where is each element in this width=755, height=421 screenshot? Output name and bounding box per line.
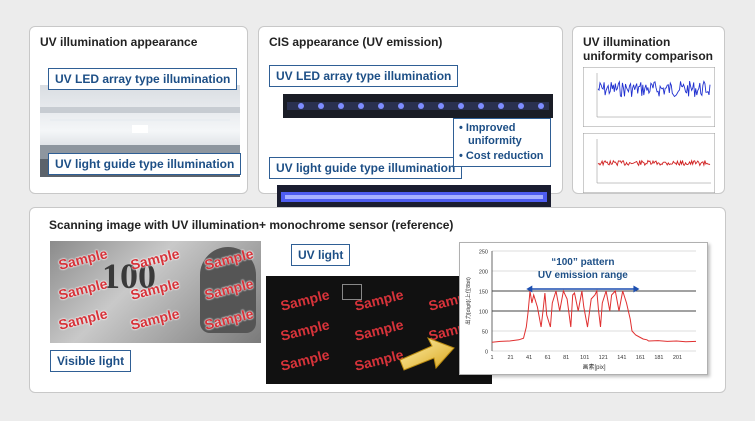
bullet-uniformity: uniformity [468,135,522,147]
uv-led-array-label: UV LED array type illumination [269,65,459,87]
x-tick-label: 61 [545,355,551,361]
sample-watermark: Sample [278,316,332,344]
x-axis-label: 画素[pix] [582,363,605,371]
x-tick-label: 161 [636,355,645,361]
panel-title-line1: UV illumination [583,35,671,49]
scanning-image-panel: Scanning image with UV illumination+ mon… [29,207,726,393]
y-tick-label: 100 [479,310,488,316]
series-line [491,289,697,343]
uv-illumination-panel: UV illumination appearance UV LED array … [29,26,248,194]
led-array-uniformity-chart [583,67,715,127]
sample-watermark: Sample [128,305,182,333]
right-arrow-icon [399,337,455,371]
visible-light-label: Visible light [50,350,132,372]
uv-light-guide-label: UV light guide type illumination [269,157,463,179]
x-tick-label: 121 [599,355,608,361]
y-tick-label: 150 [479,290,488,296]
led-array-cis-photo [283,94,553,118]
range-arrow-head-right [633,285,640,293]
uv-light-guide-label: UV light guide type illumination [48,153,242,175]
panel-title: UV illumination appearance [40,35,198,49]
x-tick-label: 21 [507,355,513,361]
chart-annotation-line2: UV emission range [538,270,628,281]
uv-led-array-label: UV LED array type illumination [48,68,238,90]
y-axis-label: 出力[digit](上位8bit) [464,277,472,325]
uv-light-label: UV light [291,244,351,266]
y-tick-label: 50 [482,330,488,336]
panel-title-line2: uniformity comparison [583,49,714,63]
panel-title: Scanning image with UV illumination+ mon… [49,218,454,232]
chart-annotation-line1: “100” pattern [551,257,614,268]
bullet-cost-reduction: • Cost reduction [459,150,544,162]
x-tick-label: 181 [654,355,663,361]
y-tick-label: 0 [485,350,488,356]
x-tick-label: 81 [563,355,569,361]
y-tick-label: 200 [479,270,488,276]
x-tick-label: 1 [490,355,493,361]
sample-watermark: Sample [278,286,332,314]
x-tick-label: 101 [580,355,589,361]
light-guide-uniformity-chart [583,133,715,193]
uniformity-panel: UV illumination uniformity comparison [572,26,725,194]
light-guide-cis-photo [277,185,551,209]
uv-pattern-mark [342,284,362,300]
improvement-bullets: • Improved uniformity • Cost reduction [453,118,551,167]
cis-appearance-panel: CIS appearance (UV emission) UV LED arra… [258,26,563,209]
x-tick-label: 141 [617,355,626,361]
uv-light-scan: Sample Sample Sample Sample Sample Sampl… [266,276,492,384]
x-tick-label: 41 [526,355,532,361]
y-tick-label: 250 [479,250,488,256]
bullet-improved: • Improved [459,122,516,134]
panel-title: CIS appearance (UV emission) [269,35,443,49]
x-tick-label: 201 [673,355,682,361]
visible-light-scan: 100 Sample Sample Sample Sample Sample S… [50,241,261,343]
range-arrow-head-left [526,285,533,293]
sample-watermark: Sample [278,346,332,374]
portrait-shape [200,247,256,333]
banknote-numeral: 100 [102,256,156,296]
sample-watermark: Sample [56,275,110,303]
sample-watermark: Sample [56,305,110,333]
